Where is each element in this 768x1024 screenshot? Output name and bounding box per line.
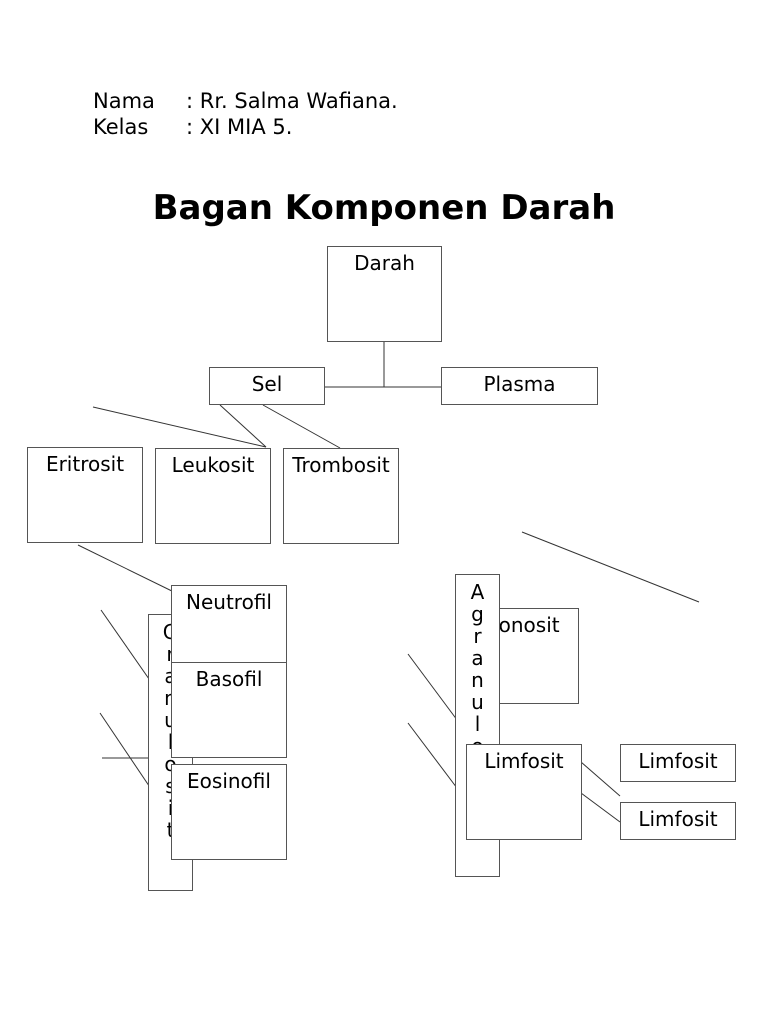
- connector-limfosit-t: [580, 792, 621, 823]
- agranulosit-letter: u: [471, 690, 484, 714]
- node-basofil: Basofil: [171, 662, 287, 758]
- connector-stray-left: [92, 406, 267, 448]
- node-limfosit: Limfosit: [466, 744, 582, 840]
- name-label: Nama: [93, 89, 155, 113]
- agranulosit-letter: A: [470, 580, 485, 604]
- granulosit-letter: r: [166, 643, 174, 665]
- node-eosinofil: Eosinofil: [171, 764, 287, 860]
- node-neutrofil: Neutrofil: [171, 585, 287, 663]
- connector-sel-to-leukosit: [219, 404, 267, 448]
- node-leukosit: Leukosit: [155, 448, 271, 544]
- node-plasma: Plasma: [441, 367, 598, 405]
- connector-sel-to-trombosit: [262, 404, 341, 449]
- node-limfosit-b: Limfosit: [620, 744, 736, 782]
- agranulosit-letter: a: [471, 646, 484, 670]
- agranulosit-letter: r: [473, 624, 482, 648]
- student-info: Nama : Rr. Salma Wafiana. Kelas : XI MIA…: [0, 88, 768, 144]
- node-eritrosit: Eritrosit: [27, 447, 143, 543]
- granulosit-letter: s: [165, 775, 175, 797]
- connector-limfosit-b: [580, 761, 621, 797]
- agranulosit-letter: n: [471, 668, 484, 692]
- connector-stray-right: [521, 531, 700, 603]
- connector-eritrosit-neutrofil: [77, 544, 179, 595]
- class-label: Kelas: [93, 115, 149, 139]
- name-value: : Rr. Salma Wafiana.: [186, 89, 398, 113]
- node-sel: Sel: [209, 367, 325, 405]
- node-trombosit: Trombosit: [283, 448, 399, 544]
- granulosit-letter: i: [168, 797, 174, 819]
- node-limfosit-t: Limfosit: [620, 802, 736, 840]
- class-value: : XI MIA 5.: [186, 115, 293, 139]
- granulosit-letter: t: [167, 819, 175, 841]
- granulosit-letter: l: [168, 731, 174, 753]
- page-title: Bagan Komponen Darah: [152, 188, 616, 228]
- node-darah: Darah: [327, 246, 442, 342]
- agranulosit-letter: l: [474, 712, 481, 736]
- agranulosit-letter: g: [471, 602, 484, 626]
